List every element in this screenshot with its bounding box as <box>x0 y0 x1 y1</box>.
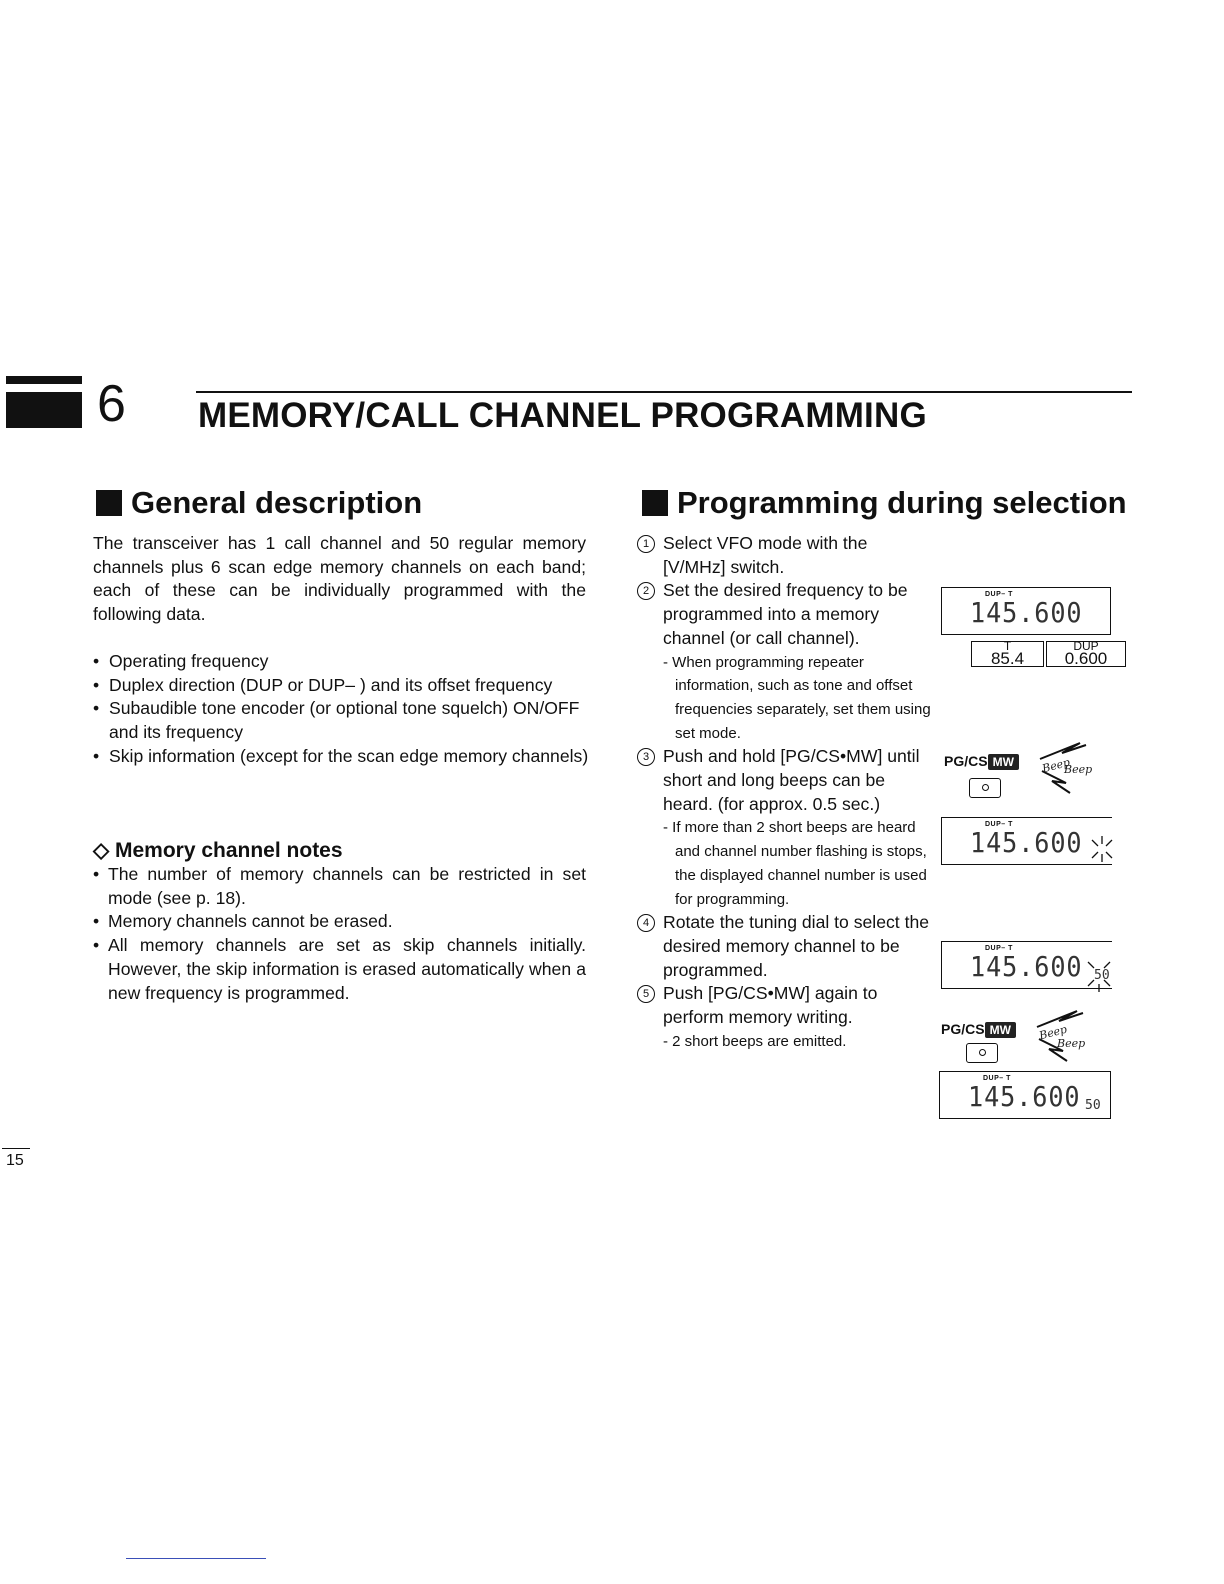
step-item: 5 Push [PG/CS•MW] again to perform memor… <box>636 982 932 1053</box>
step-note: - If more than 2 short beeps are heard a… <box>663 819 927 908</box>
chapter-tab-bar-top <box>6 376 82 384</box>
step-number: 5 <box>637 985 655 1004</box>
flash-icon <box>1091 836 1113 862</box>
general-intro: The transceiver has 1 call channel and 5… <box>93 533 586 625</box>
lcd-dup-label: DUP– T <box>985 591 1013 598</box>
heading-square-icon <box>96 490 122 516</box>
list-item: Memory channels cannot be erased. <box>93 910 586 934</box>
page-number-rule <box>2 1148 30 1149</box>
flash-icon <box>1087 961 1111 992</box>
step-item: 2 Set the desired frequency to be progra… <box>636 579 932 745</box>
list-item: All memory channels are set as skip chan… <box>93 934 586 1005</box>
offset-label: DUP <box>1073 639 1099 653</box>
heading-square-icon <box>642 490 668 516</box>
lcd-frequency: 145.600 <box>968 1080 1081 1113</box>
list-item: Duplex direction (DUP or DUP– ) and its … <box>93 674 593 698</box>
list-item: The number of memory channels can be res… <box>93 863 586 910</box>
lcd-dup-label: DUP– T <box>983 1075 1011 1082</box>
tone-display: T 85.4 <box>971 639 1044 668</box>
offset-display: DUP 0.600 <box>1046 639 1126 668</box>
mw-key: MW <box>987 754 1019 770</box>
step-note: - When programming repeater information,… <box>663 653 931 742</box>
list-item: Operating frequency <box>93 650 593 674</box>
chapter-tab-bar <box>6 392 82 428</box>
lcd-display-vfo: DUP– T 145.600 <box>941 587 1111 635</box>
step-text: Rotate the tuning dial to select the des… <box>663 912 930 980</box>
tone-value: 85.4 <box>990 649 1025 668</box>
list-item: Subaudible tone encoder (or optional ton… <box>93 697 593 744</box>
step-number: 3 <box>637 748 655 767</box>
step-item: 1 Select VFO mode with the [V/MHz] switc… <box>636 532 932 579</box>
lcd-frequency: 145.600 <box>970 596 1083 629</box>
step-number: 4 <box>637 914 655 933</box>
chapter-number: 6 <box>97 375 126 433</box>
lcd-display-select: DUP– T 145.600 50 <box>941 941 1112 992</box>
general-heading: General description <box>96 485 422 521</box>
step-number: 2 <box>637 582 655 601</box>
step-number: 1 <box>637 535 655 553</box>
programming-heading-text: Programming during selection <box>677 485 1127 520</box>
step-text: Push [PG/CS•MW] again to perform memory … <box>663 983 878 1028</box>
lcd-frequency: 145.600 <box>970 950 1083 983</box>
page-number: 15 <box>6 1152 24 1169</box>
key-button-icon <box>969 778 1001 798</box>
notes-list: The number of memory channels can be res… <box>93 863 586 1005</box>
tone-label: T <box>1003 639 1012 653</box>
step-text: Set the desired frequency to be programm… <box>663 580 908 648</box>
lcd-dup-label: DUP– T <box>985 821 1013 828</box>
general-heading-text: General description <box>131 485 423 520</box>
key-button-icon <box>966 1043 998 1063</box>
lcd-display-final: DUP– T 145.600 50 <box>939 1071 1111 1119</box>
step-item: 3 Push and hold [PG/CS•MW] until short a… <box>636 745 932 911</box>
step-item: 4 Rotate the tuning dial to select the d… <box>636 911 932 982</box>
mw-key: MW <box>984 1022 1016 1038</box>
chapter-rule <box>196 391 1132 393</box>
chapter-title: MEMORY/CALL CHANNEL PROGRAMMING <box>198 396 927 435</box>
beep-text: Beep <box>1064 763 1093 776</box>
beep-lightning-icon <box>1039 742 1087 794</box>
pg-cs-label: PG/CS <box>944 753 988 769</box>
beep-lightning-icon <box>1036 1010 1084 1062</box>
list-item: Skip information (except for the scan ed… <box>93 745 593 769</box>
lcd-display-flash: DUP– T 145.600 <box>941 817 1113 865</box>
data-list: Operating frequency Duplex direction (DU… <box>93 650 593 769</box>
footer-rule <box>126 1558 266 1559</box>
notes-heading: ◇ Memory channel notes <box>93 839 343 862</box>
offset-value: 0.600 <box>1064 649 1108 668</box>
lcd-channel: 50 <box>1094 968 1110 983</box>
beep-text: Beep <box>1057 1037 1086 1050</box>
pg-cs-label: PG/CS <box>941 1021 985 1037</box>
steps-list: 1 Select VFO mode with the [V/MHz] switc… <box>636 532 932 1053</box>
step-text: Select VFO mode with the [V/MHz] switch. <box>663 533 868 577</box>
step-text: Push and hold [PG/CS•MW] until short and… <box>663 746 920 814</box>
step-note: - 2 short beeps are emitted. <box>663 1032 847 1050</box>
lcd-dup-label: DUP– T <box>985 945 1013 952</box>
programming-heading: Programming during selection <box>642 485 1127 521</box>
lcd-channel: 50 <box>1085 1098 1101 1113</box>
lcd-frequency: 145.600 <box>970 826 1083 859</box>
